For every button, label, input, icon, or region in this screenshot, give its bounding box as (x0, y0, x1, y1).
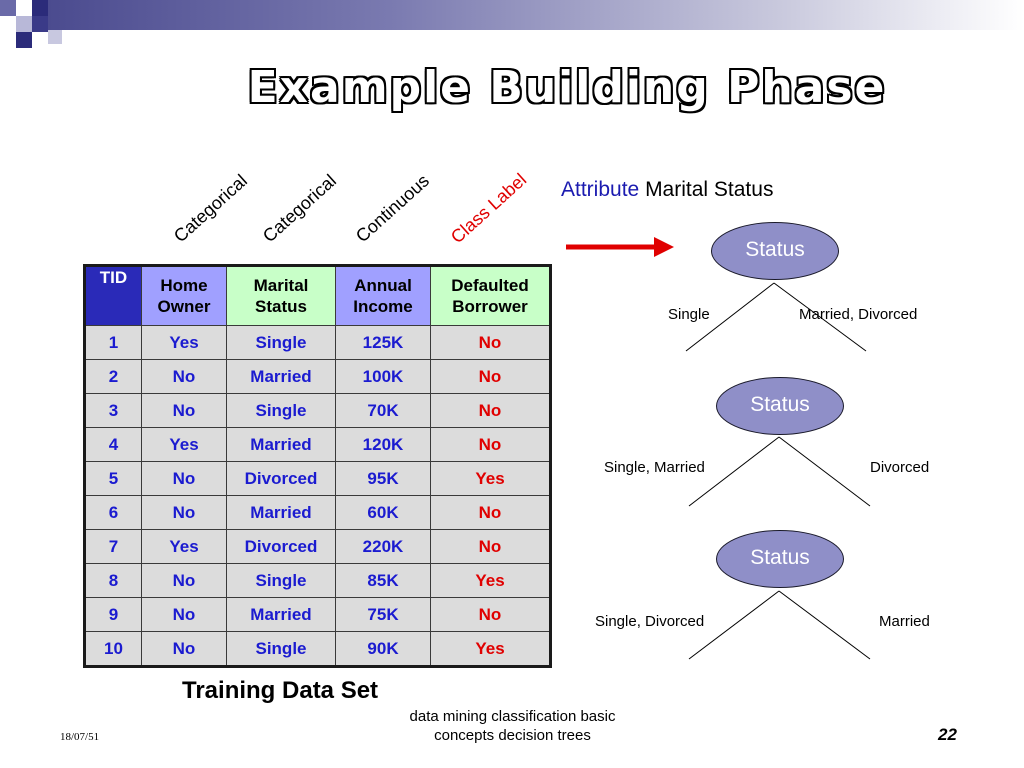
table-cell: 75K (335, 597, 431, 632)
table-cell: 70K (335, 393, 431, 428)
decor-square (0, 16, 16, 32)
table-cell: 5 (84, 461, 142, 496)
slide-date: 18/07/51 (60, 731, 100, 743)
table-cell: No (430, 427, 551, 462)
table-cell: Divorced (226, 461, 336, 496)
status-node: Status (716, 530, 844, 588)
status-node: Status (716, 377, 844, 435)
column-header-line: Owner (157, 297, 211, 316)
attribute-label: Attribute (561, 178, 640, 201)
branch-label-right: Divorced (870, 459, 930, 476)
decor-square (48, 30, 62, 44)
table-cell: 10 (84, 631, 142, 667)
table-cell: 100K (335, 359, 431, 394)
decor-square (32, 16, 48, 32)
footer-line: concepts decision trees (434, 727, 591, 744)
table-cell: Single (226, 325, 336, 360)
branch-line (688, 590, 780, 660)
branch-line (773, 282, 867, 352)
slide-footer: data mining classification basic concept… (390, 707, 635, 745)
column-header-line: Borrower (452, 297, 528, 316)
branch-label-left: Single (668, 306, 710, 323)
red-arrow-icon (566, 237, 674, 257)
branch-label-right: Married (879, 613, 930, 630)
table-cell: 125K (335, 325, 431, 360)
attribute-heading: Attribute Marital Status (561, 178, 773, 202)
decor-square (16, 0, 32, 16)
table-cell: Married (226, 359, 336, 394)
column-header-line: TID (99, 268, 128, 287)
table-cell: Married (226, 597, 336, 632)
branch-label-left: Single, Divorced (595, 613, 705, 630)
table-cell: Yes (430, 461, 551, 496)
table-cell: 4 (84, 427, 142, 462)
decor-square (16, 32, 32, 48)
column-header-line: Income (353, 297, 413, 316)
table-cell: Yes (430, 563, 551, 598)
table-cell: Yes (430, 631, 551, 667)
table-cell: 1 (84, 325, 142, 360)
column-header-line: Status (255, 297, 307, 316)
table-cell: No (430, 495, 551, 530)
branch-line (778, 590, 871, 660)
table-cell: 120K (335, 427, 431, 462)
branch-label-left: Single, Married (604, 459, 705, 476)
table-cell: No (430, 325, 551, 360)
table-cell: No (141, 461, 227, 496)
table-cell: No (430, 529, 551, 564)
attribute-value: Marital Status (645, 178, 774, 201)
table-cell: Married (226, 427, 336, 462)
table-cell: No (141, 631, 227, 667)
branch-line (778, 436, 871, 507)
branch-line (685, 282, 775, 352)
table-cell: 6 (84, 495, 142, 530)
table-cell: No (141, 495, 227, 530)
table-cell: No (430, 597, 551, 632)
table-cell: Single (226, 563, 336, 598)
decor-square (16, 16, 32, 32)
table-cell: 7 (84, 529, 142, 564)
decor-square (0, 0, 16, 16)
table-cell: No (141, 359, 227, 394)
table-cell: 220K (335, 529, 431, 564)
header-gradient-band (48, 0, 1024, 30)
column-header-line: Home (160, 276, 208, 295)
table-cell: No (141, 563, 227, 598)
table-cell: Single (226, 631, 336, 667)
table-cell: 85K (335, 563, 431, 598)
column-header-line: Defaulted (451, 276, 529, 295)
column-header-line: Marital (253, 276, 309, 295)
decor-square (32, 0, 48, 16)
branch-line (688, 436, 780, 507)
table-cell: No (141, 597, 227, 632)
table-cell: 95K (335, 461, 431, 496)
table-cell: No (430, 393, 551, 428)
table-caption: Training Data Set (182, 677, 379, 704)
footer-line: data mining classification basic (409, 708, 616, 725)
table-cell: Single (226, 393, 336, 428)
table-cell: 60K (335, 495, 431, 530)
table-cell: Married (226, 495, 336, 530)
column-header-line: Annual (354, 276, 412, 295)
slide-title: Example Building Phase (247, 62, 887, 113)
status-node: Status (711, 222, 839, 280)
branch-label-right: Married, Divorced (799, 306, 918, 323)
page-number: 22 (938, 725, 957, 744)
